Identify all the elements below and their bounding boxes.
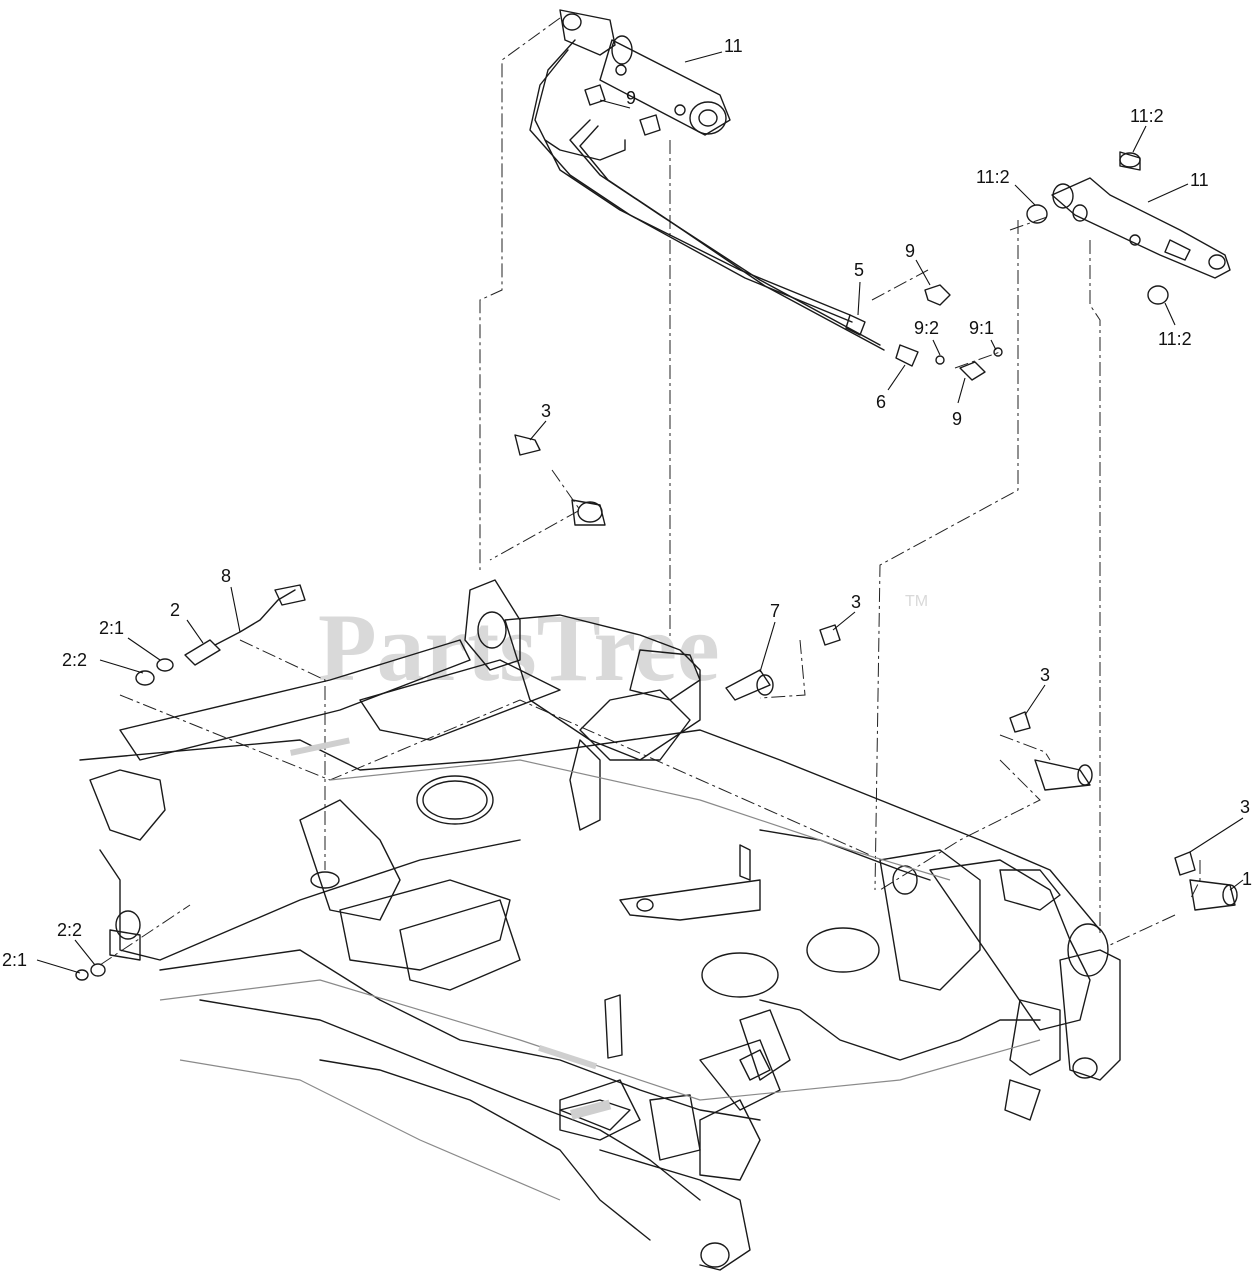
- callout-2-2-a: 2:2: [62, 650, 87, 670]
- callout-9-bot: 9: [952, 409, 962, 429]
- callout-3-top: 3: [541, 401, 551, 421]
- pins-and-clips: [514, 434, 1238, 911]
- callout-11-2-a: 11:2: [1130, 106, 1164, 126]
- callout-11-right: 11: [1190, 170, 1209, 190]
- hydraulic-cylinder-top: [529, 9, 885, 351]
- watermark-text: PartsTree: [318, 594, 720, 701]
- callout-2: 2: [170, 600, 180, 620]
- callout-8: 8: [221, 566, 231, 586]
- mower-deck-frame: [79, 579, 1121, 1271]
- watermark-trademark: TM: [905, 593, 928, 610]
- callout-2-1-b: 2:1: [2, 950, 27, 970]
- callout-6: 6: [876, 392, 886, 412]
- callout-3-mid: 3: [851, 592, 861, 612]
- callout-9-mid: 9: [905, 241, 915, 261]
- callout-7: 7: [770, 601, 780, 621]
- leader-lines: [36, 51, 1244, 974]
- callout-3-right: 3: [1040, 665, 1050, 685]
- callout-3-far: 3: [1240, 797, 1250, 817]
- callout-11-2-b: 11:2: [976, 167, 1010, 187]
- sensor-and-harness: [75, 584, 306, 981]
- assembly-lines: [99, 17, 1201, 966]
- callout-11-top: 11: [724, 36, 743, 56]
- callout-11-2-c: 11:2: [1158, 329, 1192, 349]
- hydraulic-fittings: [845, 284, 1003, 381]
- callout-5: 5: [854, 260, 864, 280]
- callout-9-2: 9:2: [914, 318, 939, 338]
- callout-2-2-b: 2:2: [57, 920, 82, 940]
- watermark: PartsTree TM: [318, 593, 928, 701]
- hydraulic-cylinder-right: [1026, 151, 1231, 305]
- callout-labels: 11 9 11:2 11:2 11 9 5 9:2 9:1 11:2 6 9 3…: [2, 36, 1252, 970]
- callout-9-1: 9:1: [969, 318, 994, 338]
- callout-9-top: 9: [626, 88, 636, 108]
- callout-2-1-a: 2:1: [99, 618, 124, 638]
- callout-1: 1: [1242, 869, 1252, 889]
